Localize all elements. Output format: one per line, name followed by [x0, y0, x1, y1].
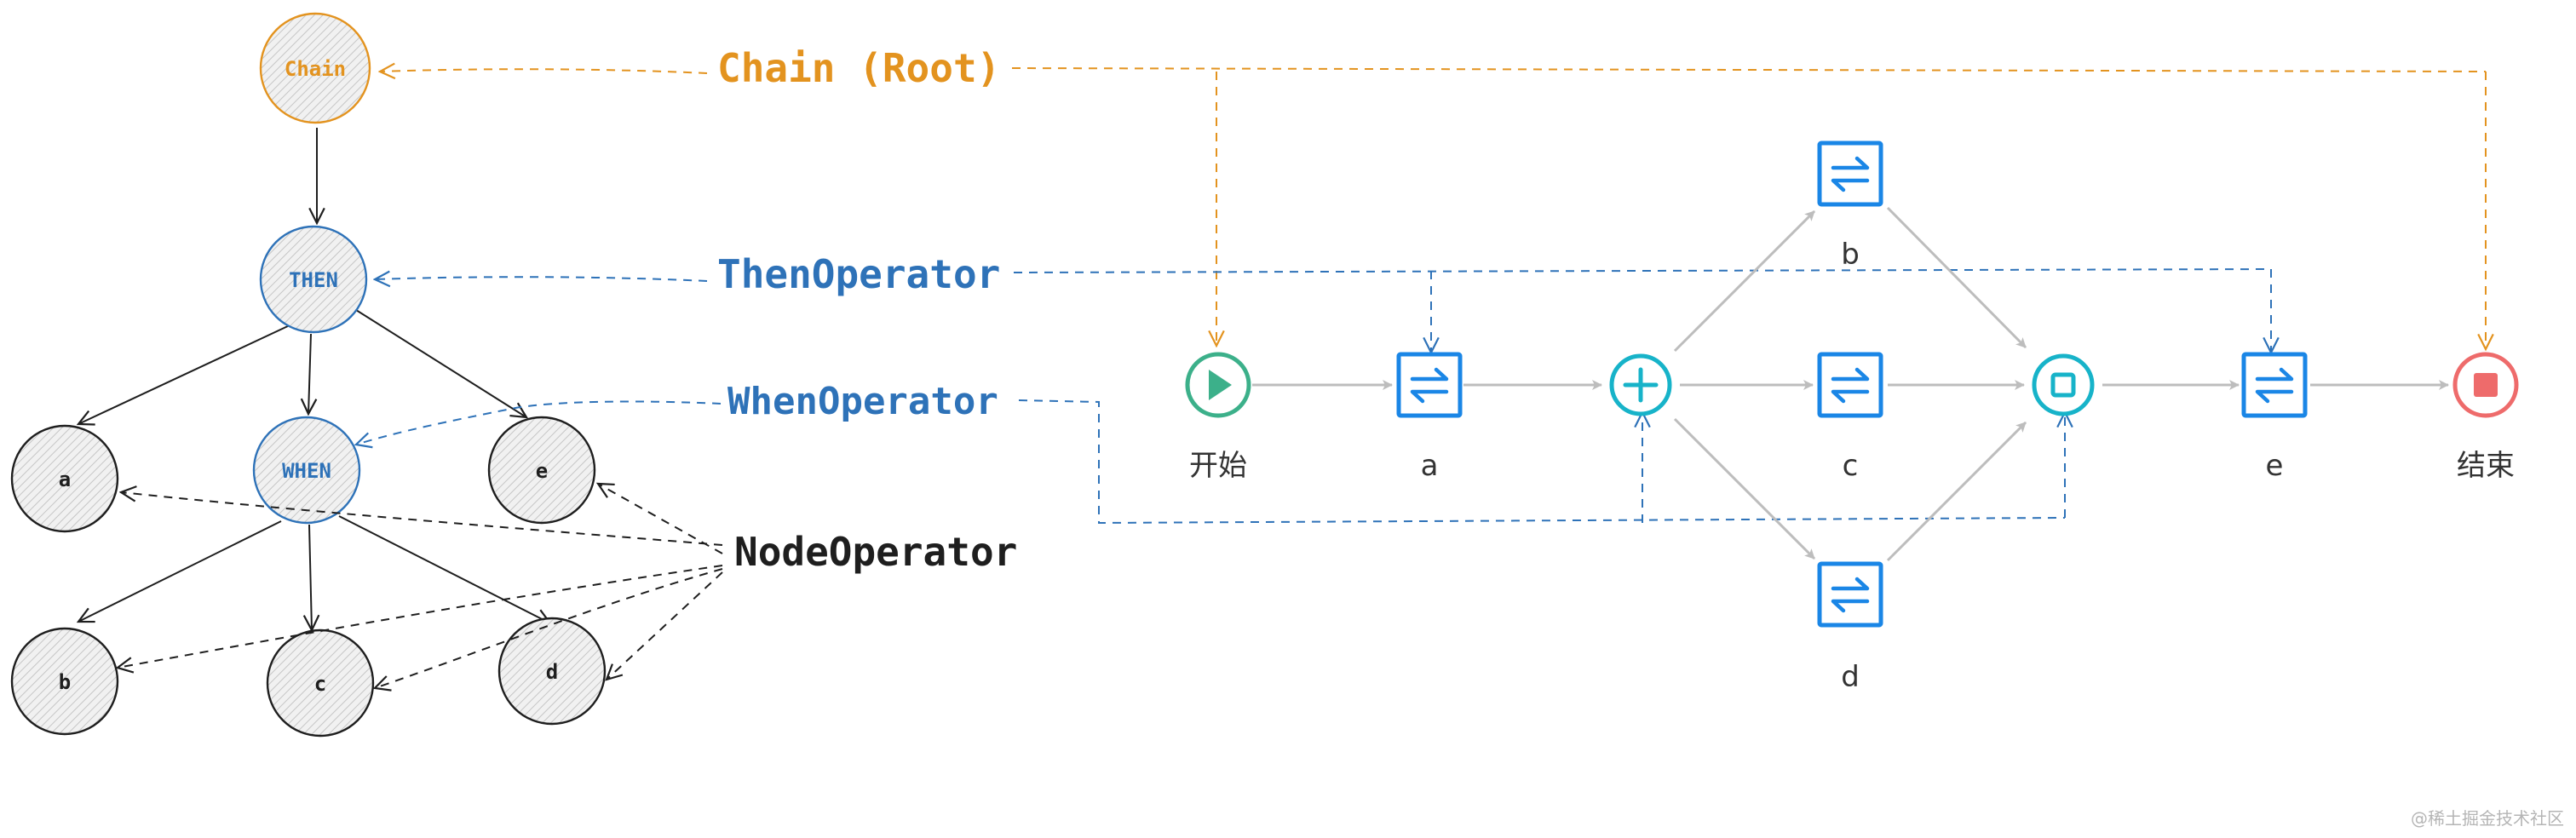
flow-task-d-label: d	[1841, 660, 1860, 694]
node-to-b-connector	[118, 565, 723, 668]
flow-end: 结束	[2452, 352, 2519, 483]
flow-task-a-label: a	[1421, 449, 1439, 483]
ast-edges	[78, 128, 550, 630]
ast-node-a: a	[10, 424, 119, 533]
flow-task-e-box	[2241, 352, 2308, 418]
edge-when-c	[309, 524, 312, 630]
flow-task-a-box	[1396, 352, 1463, 418]
edge-then-when	[308, 333, 311, 414]
swap-arrows-icon	[1831, 156, 1870, 192]
flow-fork	[1609, 353, 1672, 416]
ast-node-then-label: THEN	[289, 268, 338, 292]
chain-connectors	[380, 68, 2486, 349]
flow-join	[2032, 353, 2095, 416]
flow-task-e-label: e	[2266, 449, 2284, 483]
then-connectors	[375, 268, 2272, 353]
square-icon	[2050, 372, 2076, 398]
flow-edge-d-join	[1886, 421, 2027, 562]
then-operator-label: ThenOperator	[717, 251, 1000, 297]
ast-node-chain: Chain	[259, 12, 371, 124]
ast-node-when-label: WHEN	[282, 459, 331, 483]
node-to-d-connector	[607, 571, 723, 680]
flow-task-b-label: b	[1841, 238, 1860, 272]
edge-then-a	[78, 324, 290, 424]
edge-when-d	[338, 515, 550, 623]
flow-task-c: c	[1817, 352, 1883, 483]
flow-join-circle	[2032, 353, 2095, 416]
node-to-a-connector	[121, 492, 723, 546]
ast-node-c-label: c	[314, 672, 326, 696]
flow-edges	[1252, 206, 2449, 562]
flow-task-d-box	[1817, 561, 1883, 628]
flow-start: 开始	[1185, 352, 1251, 483]
ast-node-e: e	[487, 416, 596, 525]
chain-to-flow-connector	[1011, 67, 2487, 72]
ast-node-when: WHEN	[252, 416, 361, 525]
flow-start-label: 开始	[1189, 449, 1247, 483]
chain-to-ast-connector	[380, 69, 708, 73]
node-to-c-connector	[375, 568, 723, 688]
edge-when-b	[78, 520, 282, 622]
edge-then-e	[355, 309, 526, 417]
flow-task-c-box	[1817, 352, 1883, 418]
flow-task-a: a	[1396, 352, 1463, 483]
flow-task-e: e	[2241, 352, 2308, 483]
swap-arrows-icon	[1831, 577, 1870, 613]
ast-nodes: Chain THEN WHEN a e b c d	[10, 12, 607, 738]
when-to-flow-connector	[1018, 399, 2066, 525]
flow-edge-fork-b	[1673, 210, 1816, 353]
node-to-e-connector	[598, 484, 723, 554]
ast-node-e-label: e	[536, 459, 548, 483]
ast-node-b: b	[10, 627, 119, 736]
when-connectors	[356, 399, 2066, 525]
flow-task-d: d	[1817, 561, 1883, 694]
ast-node-d: d	[497, 617, 607, 726]
ast-node-then: THEN	[259, 225, 368, 334]
play-icon	[1209, 370, 1232, 400]
stop-icon	[2474, 373, 2498, 397]
watermark: @稀土掘金技术社区	[2411, 808, 2564, 829]
ast-node-a-label: a	[59, 468, 71, 491]
node-operator-label: NodeOperator	[734, 529, 1017, 575]
when-operator-label: WhenOperator	[727, 380, 998, 423]
swap-arrows-icon	[2255, 367, 2294, 404]
ast-node-chain-label: Chain	[285, 57, 346, 81]
flow-task-c-label: c	[1843, 449, 1859, 483]
when-to-ast-connector	[356, 400, 722, 445]
then-to-flow-connector	[1013, 268, 2272, 273]
swap-arrows-icon	[1410, 367, 1449, 404]
flow-edge-fork-d	[1673, 417, 1816, 560]
flow-task-b-box	[1817, 141, 1883, 207]
ast-node-c: c	[266, 628, 375, 738]
plus-icon	[1623, 367, 1659, 403]
ast-node-d-label: d	[546, 660, 558, 684]
ast-node-b-label: b	[59, 670, 71, 694]
swap-arrows-icon	[1831, 367, 1870, 404]
flow-task-b: b	[1817, 141, 1883, 272]
chain-root-label: Chain (Root)	[717, 45, 1000, 91]
flow-edge-b-join	[1886, 206, 2027, 349]
then-to-ast-connector	[375, 277, 708, 281]
node-connectors	[118, 484, 723, 688]
flow-end-label: 结束	[2457, 449, 2515, 483]
